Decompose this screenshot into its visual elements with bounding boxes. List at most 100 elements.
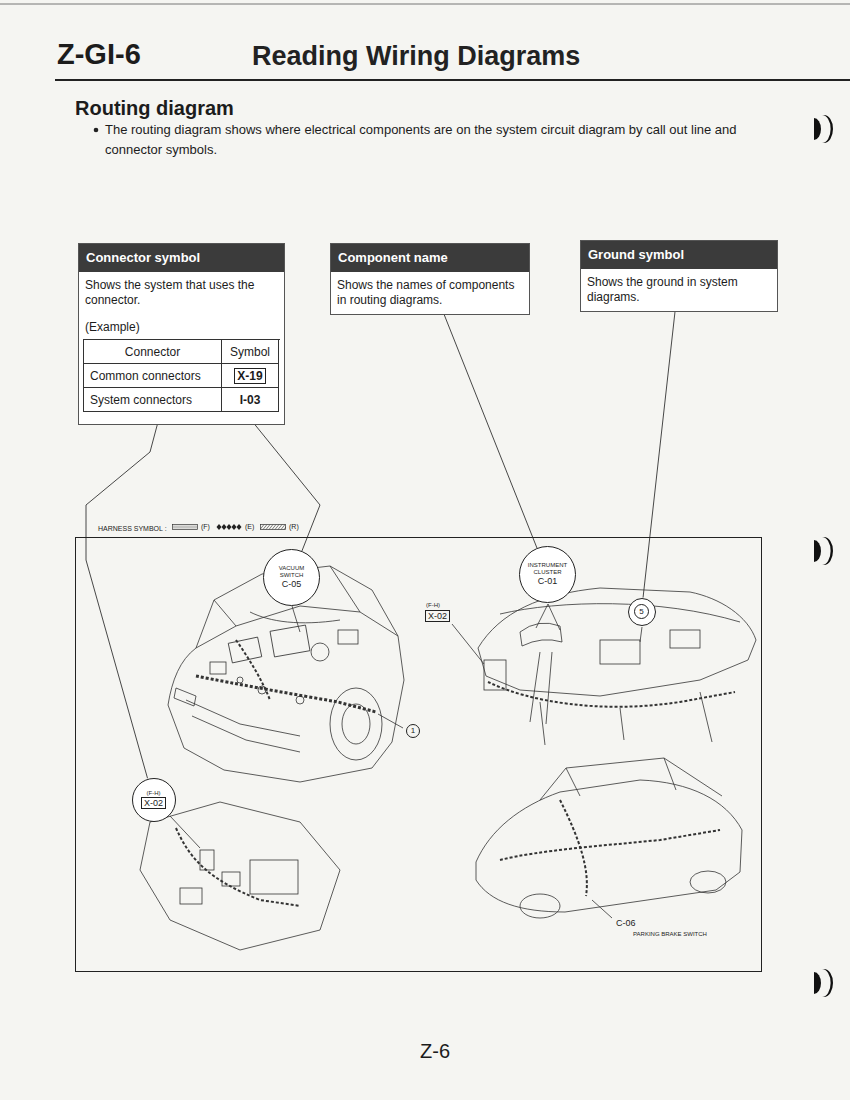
engine-bay-illustration [342,704,370,744]
vehicle-rear-illustration [592,900,612,918]
legend-text: (E) [245,522,254,531]
table-cell: Common connectors [84,364,222,388]
dashboard-illustration [452,588,756,745]
callout-text: VACUUM SWITCH [270,565,314,579]
table-cell-text: System connectors [90,393,192,407]
card-body: Shows the ground in system diagrams. [581,269,777,305]
binding-mark [814,118,821,140]
page-rule [0,4,850,80]
dashboard-illustration [548,604,560,630]
section-heading: Routing diagram [75,97,234,120]
harness-symbol-heading: HARNESS SYMBOL : [98,524,167,533]
engine-bay-illustration [270,625,310,657]
interior-illustration [250,860,298,894]
interior-illustration [140,802,340,950]
table-cell-text: X-19 [234,368,265,384]
interior-illustration [180,888,202,904]
illustration-frame: HARNESS SYMBOL :VACUUM SWITCHC-05INSTRUM… [75,537,762,972]
legend-sample [216,523,242,531]
callout-text: C-01 [538,576,558,587]
engine-bay-illustration [378,714,403,728]
engine-bay-illustration [338,630,358,644]
dashboard-illustration [640,627,642,642]
table-cell-text: Symbol [230,345,270,359]
legend-text: (F) [201,522,210,531]
example-table: Connector SymbolCommon connectors X-19Syst… [83,339,280,412]
callout-card: Ground symbolShows the ground in system … [580,240,778,312]
engine-bay-illustration [228,637,262,663]
bullet-text: The routing diagram shows where electric… [105,120,760,160]
callout-card: Component nameShows the names of compone… [330,243,530,315]
vehicle-rear-illustration [690,871,726,893]
component-code: C-06 [616,918,636,928]
bullet-dot [94,128,99,133]
legend-sample [260,523,286,531]
engine-bay-illustration [210,662,226,674]
table-cell: X-19 [222,364,279,388]
ground-callout-number: 1 [406,724,420,738]
engine-bay-illustration [292,606,300,632]
binding-mark [814,115,833,997]
binding-mark [814,540,821,562]
legend-item: (F) [172,522,210,531]
component-callout: INSTRUMENT CLUSTERC-01 [519,546,576,603]
page-number: Z-6 [420,1040,450,1063]
binding-mark [814,972,821,994]
connector-code: X-02 [425,610,450,622]
card-heading: Component name [331,244,529,272]
binding-mark [822,115,833,143]
engine-bay-illustration [236,640,270,700]
vehicle-rear-illustration [560,800,587,896]
component-callout: VACUUM SWITCHC-05 [263,549,320,606]
interior-illustration [176,828,300,906]
card-heading: Connector symbol [79,244,284,272]
engine-bay-illustration [330,688,382,760]
dashboard-illustration [484,660,506,690]
leader-line [86,425,157,778]
legend-text: (R) [289,522,299,531]
interior-illustration [170,816,200,848]
dashboard-illustration [670,630,700,648]
ground-callout: 5 [628,598,656,626]
dashboard-illustration [488,682,735,707]
page-rule [0,4,850,5]
leader-line [643,312,675,598]
vehicle-rear-illustration [476,758,742,918]
engine-bay-illustration [186,700,300,752]
page-code: Z-GI-6 [57,38,141,71]
leader-line [255,425,320,551]
engine-bay-illustration [237,677,243,683]
table-cell-text: Common connectors [90,369,201,383]
binding-mark [822,969,833,997]
card-heading: Ground symbol [581,241,777,269]
table-cell: I-03 [222,388,279,412]
dashboard-illustration [540,692,712,745]
table-cell-text: I-03 [240,393,261,407]
table-cell-text: Connector [125,345,180,359]
dashboard-illustration [536,604,548,628]
card-body: Shows the names of components in routing… [331,272,529,308]
page-title: Reading Wiring Diagrams [252,41,580,72]
engine-bay-illustration [168,606,404,782]
vehicle-rear-illustration [566,758,676,796]
engine-bay-illustration [196,676,376,712]
engine-bay-illustration [174,688,196,706]
vehicle-rear-illustration [520,894,560,918]
engine-bay-illustration [250,612,340,623]
dashboard-illustration [600,640,640,664]
vehicle-rear-illustration [540,758,722,800]
callout-card: Connector symbolShows the system that us… [78,243,285,425]
interior-illustration [140,802,340,950]
callout-text-group: 5 [634,604,649,619]
table-cell: Connector [84,340,222,364]
vehicle-rear-illustration [476,780,742,912]
table-cell: Symbol [222,340,279,364]
callout-text-group: INSTRUMENT CLUSTERC-01 [526,562,570,587]
dashboard-illustration [520,623,562,646]
legend-item: (E) [216,522,254,531]
dashboard-illustration [500,604,740,622]
card-body: (Example) [79,308,284,335]
callout-text-group: (F-H)X-02 [141,790,166,809]
callout-text-group: VACUUM SWITCHC-05 [270,565,314,590]
